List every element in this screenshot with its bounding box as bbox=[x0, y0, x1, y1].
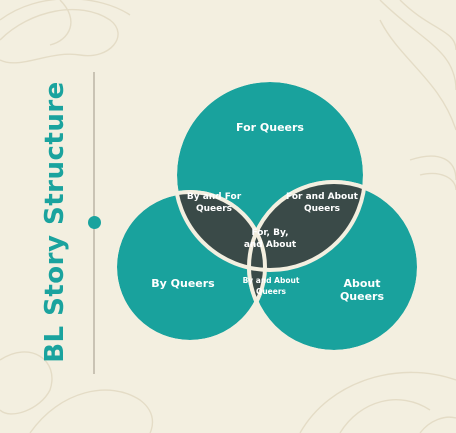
label-center-line1: For, By, bbox=[251, 228, 288, 238]
divider-dot bbox=[88, 216, 101, 229]
label-about-queers-line2: Queers bbox=[340, 290, 385, 303]
label-center-line2: and About bbox=[244, 240, 297, 250]
label-by-and-about-line1: By and About bbox=[243, 276, 300, 285]
label-for-and-about-line2: Queers bbox=[304, 204, 340, 214]
label-by-queers: By Queers bbox=[151, 277, 215, 290]
label-by-and-for-line2: Queers bbox=[196, 204, 232, 214]
label-about-queers-line1: About bbox=[343, 277, 380, 290]
label-for-queers: For Queers bbox=[236, 121, 304, 134]
label-for-and-about-line1: For and About bbox=[286, 192, 359, 202]
label-by-and-about-line2: Queers bbox=[256, 287, 287, 296]
label-by-and-for-line1: By and For bbox=[187, 192, 242, 202]
